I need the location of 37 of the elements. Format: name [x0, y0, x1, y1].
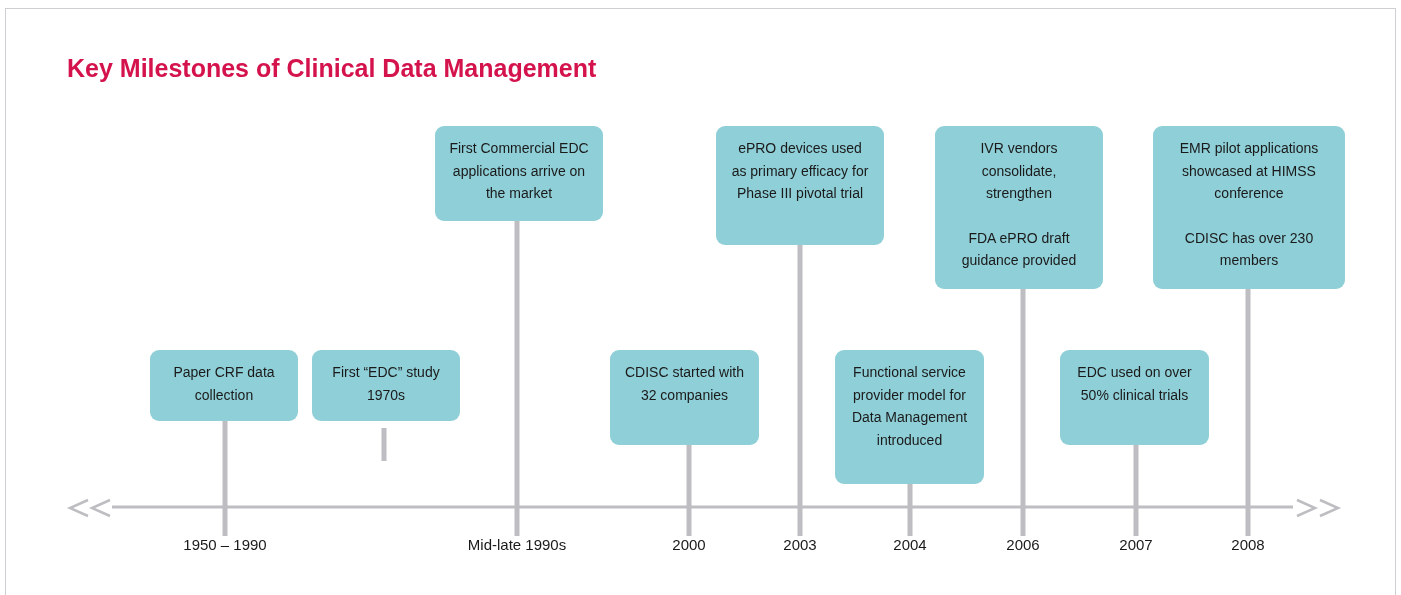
milestone-text: IVR vendors consolidate, strengthen	[979, 139, 1059, 203]
milestone-text: CDISC started with 32 companies	[624, 363, 745, 405]
timeline-stem	[686, 445, 692, 536]
milestone-box	[1153, 126, 1345, 289]
milestone-text: CDISC has over 230 members	[1183, 228, 1315, 270]
milestone-box	[716, 126, 884, 245]
timeline-stem	[1245, 289, 1251, 536]
year-label: 2003	[783, 536, 817, 554]
year-label: 2008	[1231, 536, 1265, 554]
year-label: 2004	[893, 536, 927, 554]
timeline-stem	[907, 484, 913, 536]
timeline-stem	[222, 421, 228, 536]
year-label: Mid-late 1990s	[467, 536, 567, 554]
milestone-box	[935, 126, 1103, 289]
timeline-stem	[797, 245, 803, 536]
milestone-text: FDA ePRO draft guidance provided	[960, 228, 1078, 270]
milestone-box	[835, 350, 984, 484]
year-label: 2007	[1119, 536, 1153, 554]
milestone-box	[435, 126, 603, 221]
milestone-text: Functional service provider model for Data Management introduced	[850, 363, 969, 450]
timeline-stem	[1133, 445, 1139, 536]
milestone-text: ePRO devices used as primary efficacy for Phase III pivotal trial	[730, 139, 870, 203]
milestone-text: Paper CRF data collection	[172, 363, 276, 405]
milestone-box	[312, 350, 460, 421]
milestone-text: First “EDC” study 1970s	[331, 363, 441, 405]
year-label: 1950 – 1990	[183, 536, 267, 554]
timeline-stem	[1020, 289, 1026, 536]
milestone-text: EDC used on over 50% clinical trials	[1076, 363, 1193, 405]
timeline-stem	[514, 221, 520, 536]
year-label: 2000	[672, 536, 706, 554]
year-label: 2006	[1006, 536, 1040, 554]
milestone-text: First Commercial EDC applications arrive on the market	[449, 139, 589, 203]
milestone-box	[1060, 350, 1209, 445]
milestone-box	[610, 350, 759, 445]
diagram-title: Key Milestones of Clinical Data Management	[67, 54, 597, 83]
milestone-text: EMR pilot applications showcased at HIMSS conference	[1178, 139, 1320, 203]
milestone-box	[150, 350, 298, 421]
